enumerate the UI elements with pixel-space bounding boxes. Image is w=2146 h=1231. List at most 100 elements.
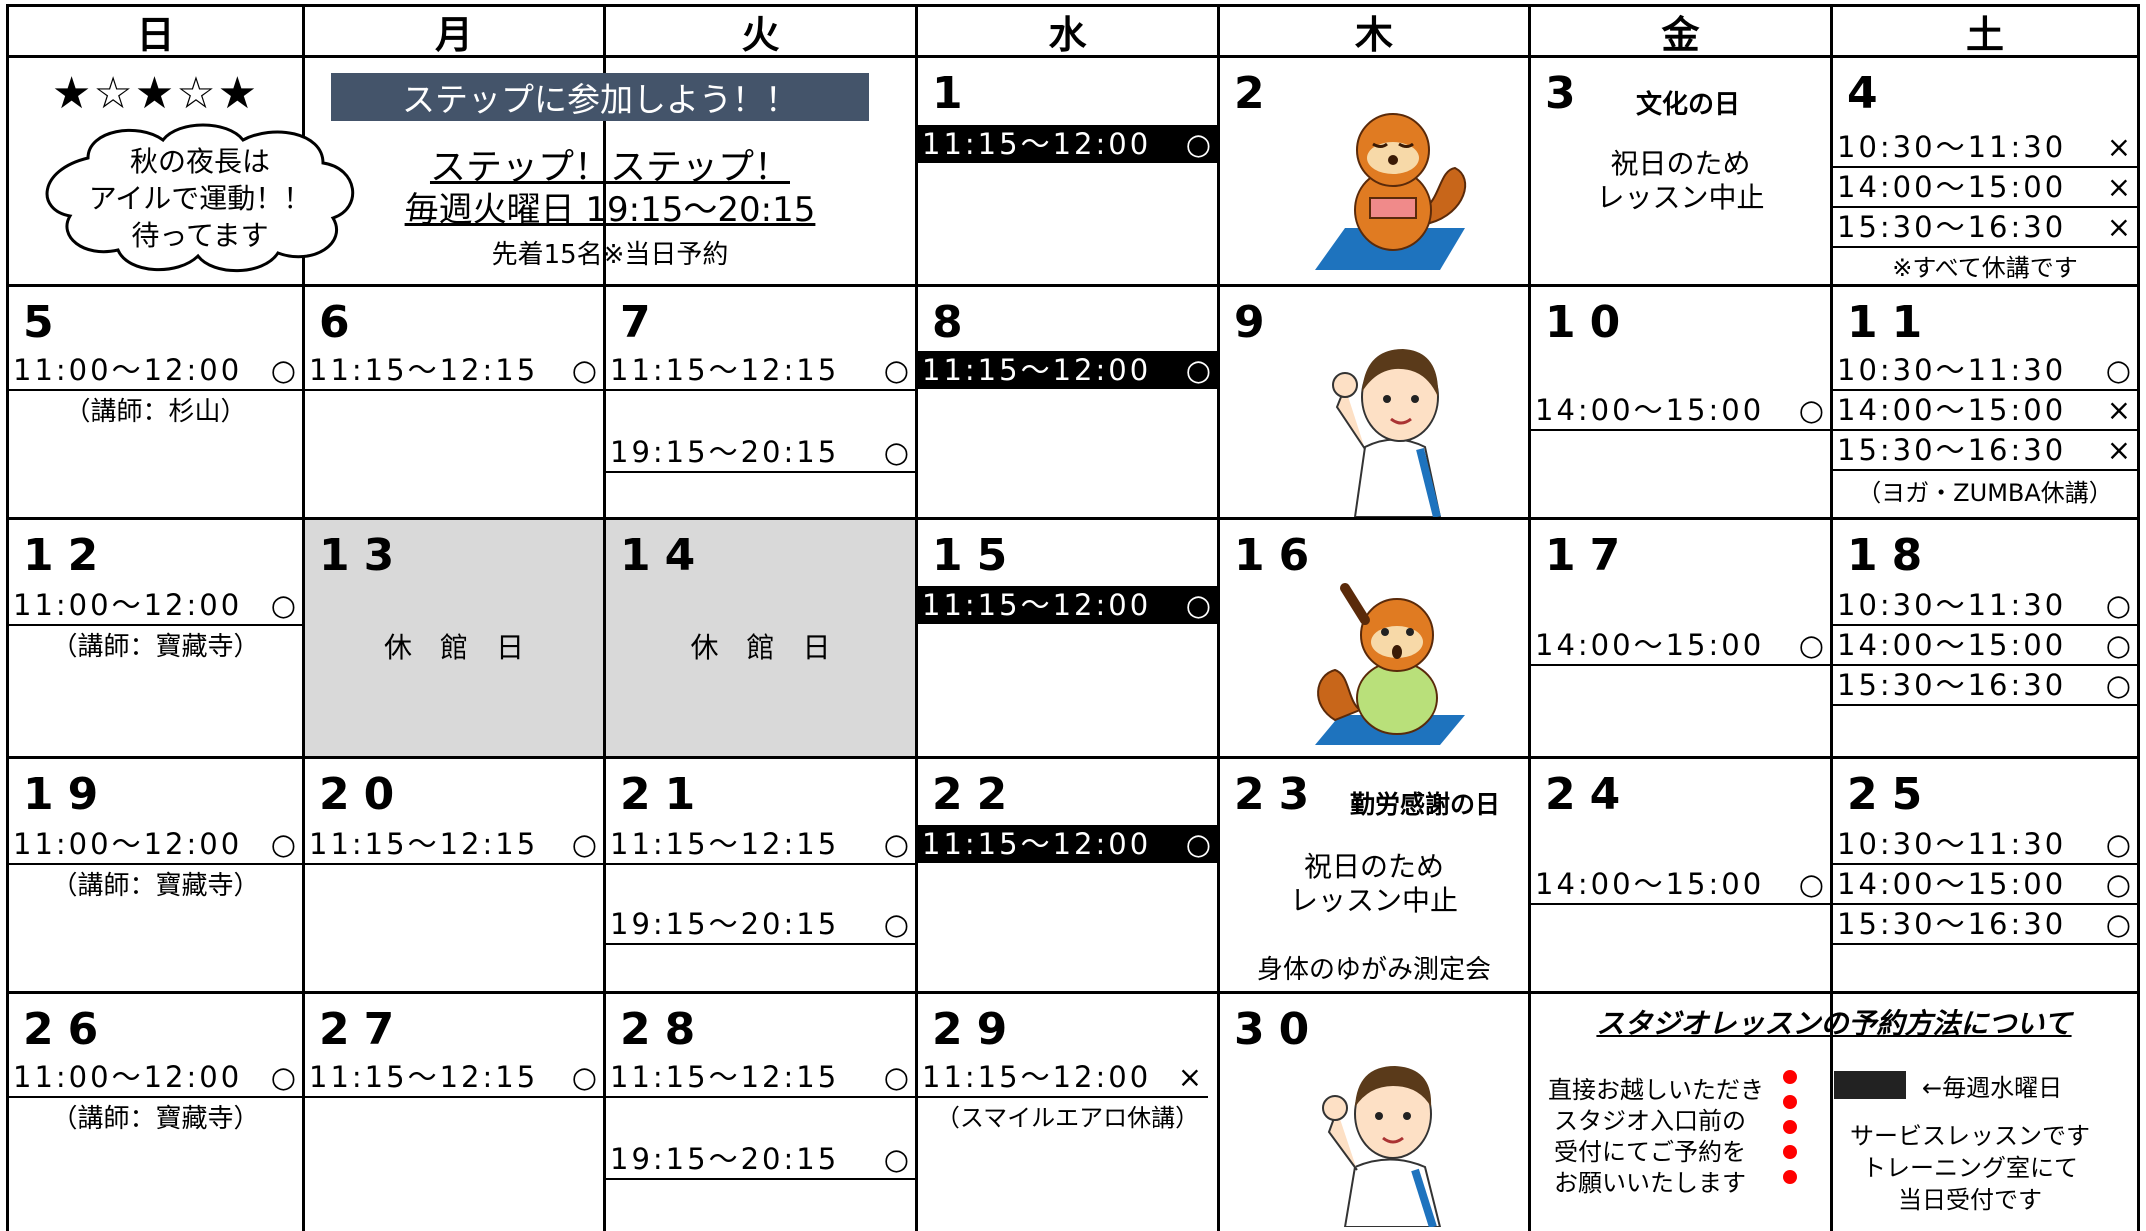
time-slot: 15:30～16:30× xyxy=(1833,208,2137,248)
service-text: トレーニング室にて xyxy=(1862,1154,2078,1182)
cloud-text-2: アイルで運動！！ xyxy=(88,182,312,215)
time-slot: 15:30～16:30○ xyxy=(1833,905,2137,945)
time-slot: 11:15～12:00× xyxy=(918,1058,1208,1098)
time-slot: 19:15～20:15○ xyxy=(606,905,915,945)
time-slot: 10:30～11:30○ xyxy=(1833,825,2137,865)
service-text: 当日受付です xyxy=(1898,1186,2042,1214)
day-number: 16 xyxy=(1234,530,1324,581)
cloud-shape xyxy=(45,123,355,273)
day-number: 15 xyxy=(932,530,1022,581)
day-cell: 15 11:15～12:00○ xyxy=(918,520,1217,756)
time-slot: 10:30～11:30× xyxy=(1833,128,2137,168)
day-cell: 17 14:00～15:00○ xyxy=(1531,520,1830,756)
day-cell: 19 11:00～12:00○ （講師：寶藏寺） xyxy=(9,759,302,991)
time-slot: 19:15～20:15○ xyxy=(606,1140,915,1180)
day-cell: 4 10:30～11:30× 14:00～15:00× 15:30～16:30×… xyxy=(1833,58,2137,284)
day-cell: 27 11:15～12:15○ xyxy=(305,994,603,1231)
grid-line xyxy=(6,517,2140,520)
day-cell: 16 xyxy=(1220,520,1528,756)
service-text: サービスレッスンです xyxy=(1850,1122,2090,1150)
instructor-note: （講師：寶藏寺） xyxy=(51,1104,260,1134)
time-slot: 15:30～16:30○ xyxy=(1833,666,2137,706)
tanuki-stretch-icon xyxy=(1315,583,1465,745)
instructor-note: （講師：杉山） xyxy=(64,397,247,427)
step-time: 毎週火曜日 19:15～20:15 xyxy=(404,190,816,230)
day-number: 2 xyxy=(1234,68,1279,119)
day-number: 5 xyxy=(23,297,68,348)
grid-line xyxy=(1830,4,1833,1231)
day-cell: 29 11:15～12:00× （スマイルエアロ休講） xyxy=(918,994,1217,1231)
weekday-sat: 土 xyxy=(1965,12,2004,57)
notice-text: レッスン中止 xyxy=(1289,884,1458,917)
time-slot: 14:00～15:00○ xyxy=(1531,391,1830,431)
slot-note: （スマイルエアロ休講） xyxy=(935,1104,1200,1132)
day-number: 7 xyxy=(620,297,665,348)
grid-line xyxy=(6,756,2140,759)
day-cell-closed: 13 休 館 日 xyxy=(305,520,603,756)
day-cell: 6 11:15～12:15○ xyxy=(305,287,603,517)
time-slot: 14:00～15:00○ xyxy=(1833,626,2137,666)
day-cell: 22 11:15～12:00○ xyxy=(918,759,1217,991)
time-slot: 14:00～15:00○ xyxy=(1531,626,1830,666)
day-number: 6 xyxy=(319,297,364,348)
day-number: 9 xyxy=(1234,297,1279,348)
howto-line: 直接お越しいただき xyxy=(1548,1076,1764,1104)
day-number: 21 xyxy=(620,769,710,820)
day-cell: 23 勤労感謝の日 祝日のため レッスン中止 身体のゆがみ測定会 xyxy=(1220,759,1528,991)
howto-title: スタジオレッスンの予約方法について xyxy=(1596,1007,2072,1040)
time-slot: 11:15～12:15○ xyxy=(606,1058,915,1098)
day-cell: 2 xyxy=(1220,58,1528,284)
time-slot: 11:15～12:00○ xyxy=(918,586,1217,624)
grid-line xyxy=(6,4,2140,7)
day-number: 17 xyxy=(1545,530,1635,581)
time-slot: 14:00～15:00○ xyxy=(1531,865,1830,905)
day-cell: 8 11:15～12:00○ xyxy=(918,287,1217,517)
grid-line xyxy=(603,4,606,1231)
day-number: 11 xyxy=(1847,297,1937,348)
notice-text: レッスン中止 xyxy=(1596,181,1765,214)
legend-text: ←毎週水曜日 xyxy=(1922,1074,2063,1102)
day-number: 10 xyxy=(1545,297,1635,348)
howto-line: 受付にてご予約を xyxy=(1554,1138,1746,1166)
notice-text: 祝日のため xyxy=(1610,147,1751,180)
day-cell: 18 10:30～11:30○ 14:00～15:00○ 15:30～16:30… xyxy=(1833,520,2137,756)
slot-note: ※すべて休講です xyxy=(1892,254,2078,282)
stars-rating: ★☆★☆★ xyxy=(51,68,260,119)
weekday-tue: 火 xyxy=(741,12,780,57)
day-number: 4 xyxy=(1847,68,1892,119)
day-number: 27 xyxy=(319,1004,409,1055)
closed-label: 休 館 日 xyxy=(383,631,524,664)
day-cell: 21 11:15～12:15○ 19:15～20:15○ xyxy=(606,759,915,991)
day-cell-closed: 14 休 館 日 xyxy=(606,520,915,756)
grid-line xyxy=(6,4,9,1231)
cloud-text-1: 秋の夜長は xyxy=(129,145,270,178)
time-slot: 11:15～12:15○ xyxy=(305,351,603,391)
weekday-thu: 木 xyxy=(1354,12,1393,57)
time-slot: 11:00～12:00○ xyxy=(9,586,302,626)
time-slot: 15:30～16:30× xyxy=(1833,431,2137,471)
day-number: 13 xyxy=(319,530,409,581)
weekday-fri: 金 xyxy=(1661,12,1700,57)
grid-line xyxy=(2137,4,2140,1231)
time-slot: 11:15～12:15○ xyxy=(305,1058,603,1098)
grid-line xyxy=(302,4,305,1231)
day-cell: 30 xyxy=(1220,994,1528,1231)
step-note: 先着15名※当日予約 xyxy=(491,240,729,270)
day-number: 3 xyxy=(1545,68,1590,119)
time-slot: 11:00～12:00○ xyxy=(9,1058,302,1098)
day-number: 20 xyxy=(319,769,409,820)
grid-line xyxy=(6,991,2140,994)
day-number: 14 xyxy=(620,530,710,581)
day-cell: 9 xyxy=(1220,287,1528,517)
day-cell: 5 11:00～12:00○ （講師：杉山） xyxy=(9,287,302,517)
time-slot: 11:15～12:00○ xyxy=(918,825,1217,863)
time-slot: 10:30～11:30○ xyxy=(1833,351,2137,391)
day-cell: 11 10:30～11:30○ 14:00～15:00× 15:30～16:30… xyxy=(1833,287,2137,517)
weekday-wed: 水 xyxy=(1048,12,1087,57)
time-slot: 10:30～11:30○ xyxy=(1833,586,2137,626)
slot-note: （ヨガ・ZUMBA休講） xyxy=(1857,479,2113,507)
day-number: 25 xyxy=(1847,769,1937,820)
day-number: 12 xyxy=(23,530,113,581)
day-cell: 7 11:15～12:15○ 19:15～20:15○ xyxy=(606,287,915,517)
